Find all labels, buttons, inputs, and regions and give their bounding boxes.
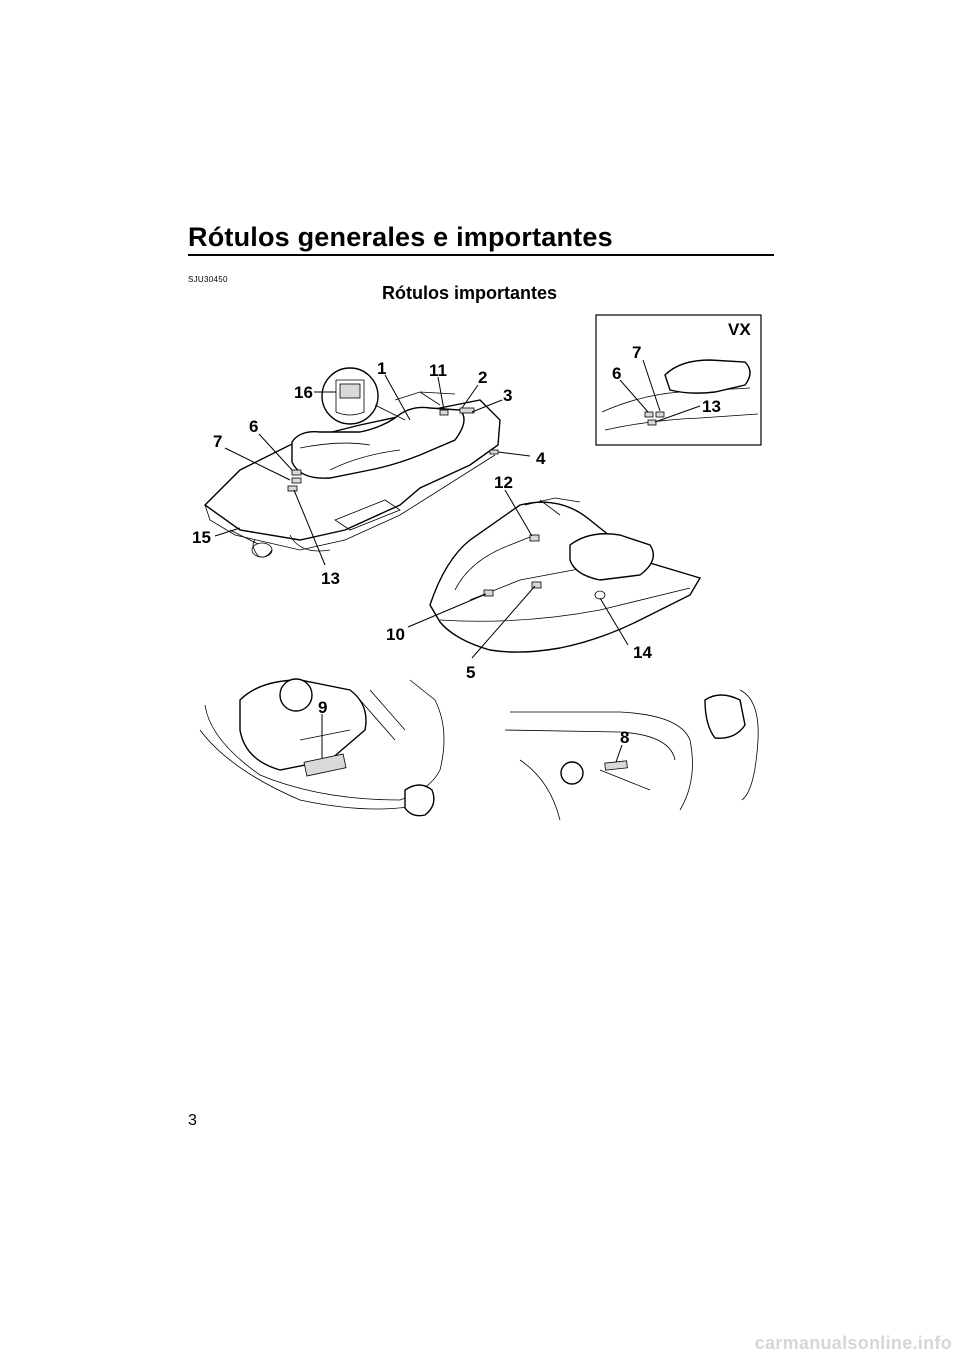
vx-inset-illustration: [595, 314, 762, 446]
inset-callout-13: 13: [702, 397, 721, 416]
callout-1: 1: [377, 359, 386, 378]
front-view-watercraft-illustration: [429, 497, 702, 653]
callout-8: 8: [620, 728, 629, 747]
title-rule: [188, 254, 774, 256]
section-heading: Rótulos importantes: [382, 283, 558, 303]
inset-callout-6: 6: [612, 364, 621, 383]
callout-14: 14: [633, 643, 652, 662]
callout-9: 9: [318, 698, 327, 717]
callout-15: 15: [192, 528, 211, 547]
storage-compartment-illustration: [504, 689, 759, 821]
inset-model-label: VX: [728, 320, 751, 339]
callout-11: 11: [429, 361, 447, 380]
document-code: SJU30450: [188, 275, 228, 284]
callout-13: 13: [321, 569, 340, 588]
callout-4: 4: [536, 449, 546, 468]
callout-3: 3: [503, 386, 512, 405]
watermark: carmanualsonline.info: [754, 1333, 952, 1353]
callout-12: 12: [494, 473, 513, 492]
inset-callout-7: 7: [632, 343, 641, 362]
callout-10: 10: [386, 625, 405, 644]
callout-5: 5: [466, 663, 475, 682]
engine-compartment-illustration: [199, 678, 445, 817]
callout-2: 2: [478, 368, 487, 387]
page-number: 3: [188, 1112, 197, 1129]
callout-16: 16: [294, 383, 313, 402]
callout-6: 6: [249, 417, 258, 436]
callout-numbers: 1 11 2 3 16 6 7 4 12 15 13 10 14 5 9 8 V…: [192, 320, 751, 747]
callout-7: 7: [213, 432, 222, 451]
leader-lines: [214, 359, 701, 763]
page-title: Rótulos generales e importantes: [188, 222, 613, 252]
rear-view-watercraft-illustration: [203, 367, 501, 558]
